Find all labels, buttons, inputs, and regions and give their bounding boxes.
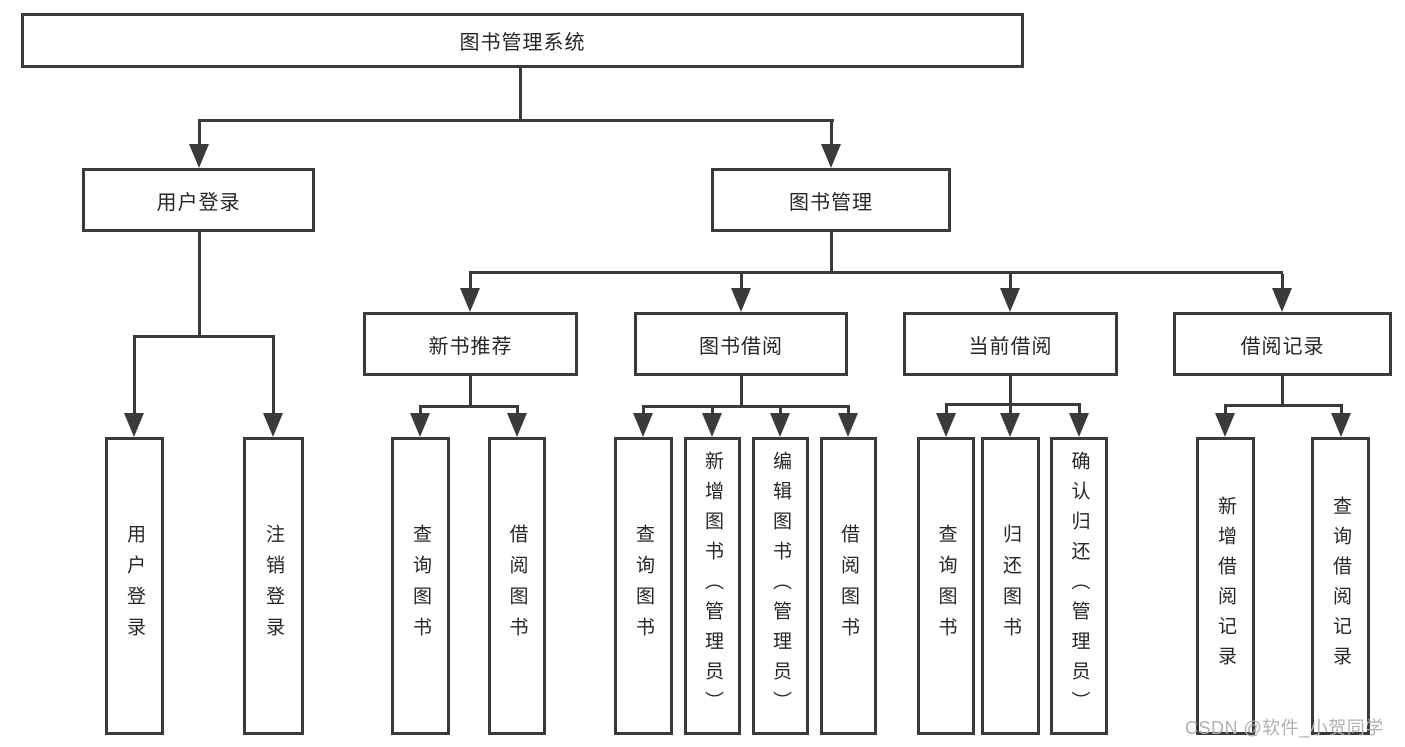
leaf-label: 归还图书	[1000, 524, 1021, 648]
leaf-label: 确认归还（管理员）	[1068, 451, 1090, 721]
connector-user-login-drop	[198, 122, 201, 148]
leaf-add-books-admin: 新增图书（管理员）	[684, 437, 741, 735]
node-user-login: 用户登录	[82, 168, 315, 232]
connector-g4-leaf2-drop	[1009, 406, 1012, 417]
leaf-user-login: 用户登录	[105, 437, 164, 735]
arrow-down-user-login	[189, 144, 209, 168]
connector-g4-leaf1-drop	[945, 406, 948, 417]
arrow-down-g4-leaf2	[1000, 413, 1020, 437]
node-new-book-recommend: 新书推荐	[363, 312, 578, 376]
connector-book-mgmt-stem	[830, 232, 833, 274]
node-root: 图书管理系统	[21, 13, 1024, 68]
leaf-label: 查询图书	[935, 524, 957, 648]
connector-g5-leaf1-drop	[1224, 407, 1227, 417]
arrow-down-g5-leaf1	[1215, 413, 1235, 437]
connector-g5-leaf2-drop	[1340, 407, 1343, 417]
node-current-borrow: 当前借阅	[903, 312, 1118, 376]
leaf-label: 注销登录	[263, 524, 284, 648]
leaf-add-borrow-record: 新增借阅记录	[1196, 437, 1255, 735]
connector-root-stem	[519, 68, 522, 122]
leaf-query-books-borrow: 查询图书	[614, 437, 673, 735]
leaf-label: 查询图书	[633, 524, 654, 648]
arrow-down-g2-leaf1	[410, 413, 430, 437]
arrow-down-recommend	[460, 288, 480, 312]
node-book-management: 图书管理	[711, 168, 951, 232]
leaf-label: 编辑图书（管理员）	[770, 451, 791, 721]
csdn-watermark: CSDN @软件_小贺同学	[1185, 718, 1384, 738]
connector-group4-branch	[945, 403, 1081, 406]
arrow-down-g3-leaf3	[770, 413, 790, 437]
connector-recommend-stem	[469, 376, 472, 408]
connector-user-login-stem	[198, 232, 201, 338]
leaf-confirm-return-admin: 确认归还（管理员）	[1050, 437, 1108, 735]
leaf-query-books-recommend: 查询图书	[391, 437, 450, 735]
connector-group2-branch	[419, 405, 519, 408]
leaf-label: 新增借阅记录	[1215, 496, 1236, 676]
leaf-query-borrow-record: 查询借阅记录	[1311, 437, 1370, 735]
arrow-down-g5-leaf2	[1331, 413, 1351, 437]
connector-records-stem	[1281, 376, 1284, 407]
arrow-down-borrow	[731, 288, 751, 312]
connector-g3-leaf2-drop	[711, 408, 714, 417]
connector-g4-leaf3-drop	[1078, 406, 1081, 417]
connector-group1-branch	[133, 335, 275, 338]
leaf-label: 借阅图书	[838, 524, 859, 648]
connector-g2-leaf1-drop	[419, 408, 422, 417]
leaf-return-books: 归还图书	[981, 437, 1040, 735]
arrow-down-g4-leaf3	[1069, 413, 1089, 437]
connector-current-stem	[1009, 376, 1012, 406]
connector-g3-leaf3-drop	[779, 408, 782, 417]
leaf-logout: 注销登录	[243, 437, 304, 735]
leaf-borrow-books: 借阅图书	[820, 437, 877, 735]
leaf-label: 查询图书	[410, 524, 431, 648]
connector-g2-leaf2-drop	[516, 408, 519, 417]
leaf-label: 用户登录	[124, 524, 145, 648]
arrow-down-records	[1272, 288, 1292, 312]
arrow-down-g3-leaf4	[838, 413, 858, 437]
arrow-down-g3-leaf2	[702, 413, 722, 437]
node-book-borrow: 图书借阅	[634, 312, 848, 376]
node-borrow-records: 借阅记录	[1173, 312, 1392, 376]
connector-group3-branch	[642, 405, 850, 408]
connector-borrow-stem	[740, 376, 743, 408]
arrow-down-g2-leaf2	[507, 413, 527, 437]
connector-g1-leaf1-drop	[133, 338, 136, 417]
connector-records-drop	[1281, 274, 1284, 292]
connector-g1-leaf2-drop	[272, 338, 275, 417]
connector-g3-leaf1-drop	[642, 408, 645, 417]
connector-level2-branch	[198, 119, 834, 122]
connector-group5-branch	[1224, 404, 1343, 407]
leaf-borrow-books-recommend: 借阅图书	[488, 437, 546, 735]
leaf-label: 借阅图书	[506, 524, 528, 648]
leaf-label: 新增图书（管理员）	[702, 451, 723, 721]
leaf-edit-books-admin: 编辑图书（管理员）	[752, 437, 809, 735]
arrow-down-g3-leaf1	[633, 413, 653, 437]
leaf-label: 查询借阅记录	[1330, 496, 1351, 676]
leaf-query-books-current: 查询图书	[917, 437, 975, 735]
arrow-down-current	[1000, 288, 1020, 312]
connector-recommend-drop	[469, 274, 472, 292]
arrow-down-book-mgmt	[821, 144, 841, 168]
arrow-down-g4-leaf1	[936, 413, 956, 437]
connector-borrow-drop	[740, 274, 743, 292]
arrow-down-g1-leaf1	[124, 413, 144, 437]
connector-g3-leaf4-drop	[847, 408, 850, 417]
connector-current-drop	[1009, 274, 1012, 292]
connector-level3-branch	[469, 271, 1283, 274]
connector-book-mgmt-drop	[830, 122, 833, 148]
arrow-down-g1-leaf2	[263, 413, 283, 437]
